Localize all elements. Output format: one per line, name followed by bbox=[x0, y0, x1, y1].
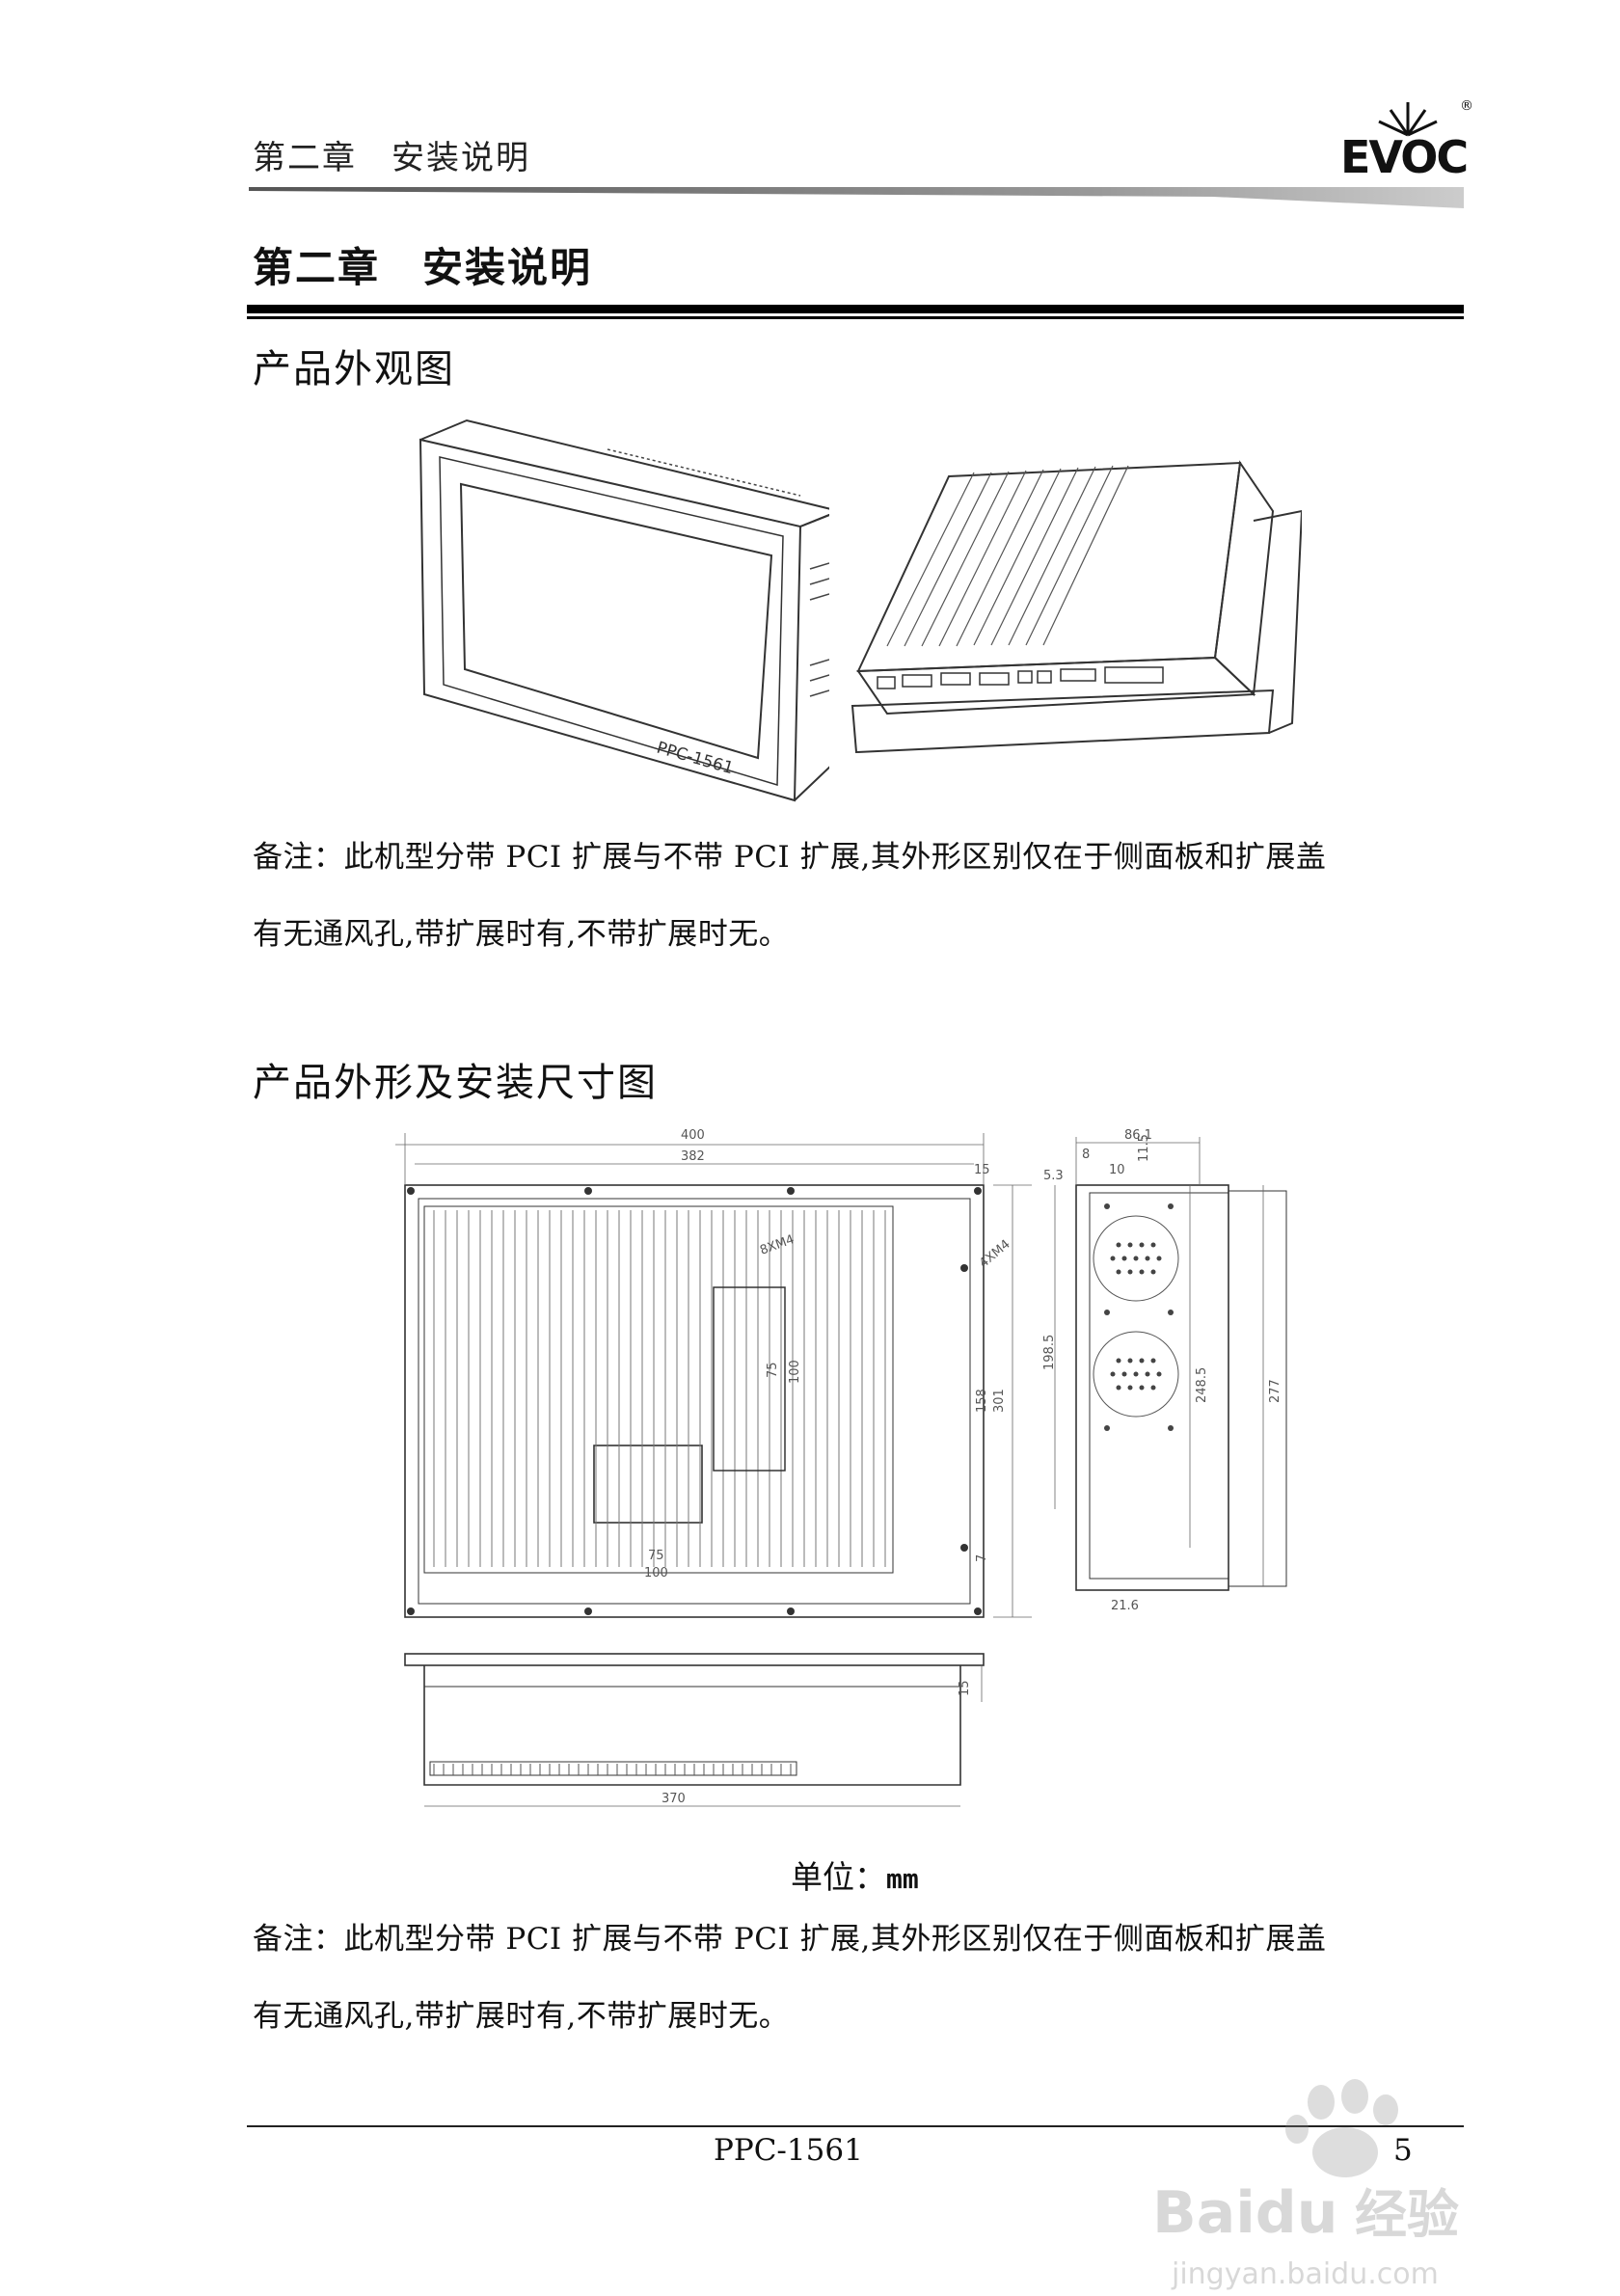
dim-15-top: 15 bbox=[974, 1163, 990, 1177]
rear-dimension-drawing: 400 382 15 8XM4 4XM4 75 100 158 301 7 75… bbox=[395, 1128, 1032, 1618]
header-rule bbox=[249, 187, 1464, 208]
dim-75-horizontal: 75 bbox=[648, 1549, 664, 1563]
unit-caption: 单位：mm bbox=[791, 1851, 919, 1898]
rear-view-drawing bbox=[850, 460, 1302, 754]
appearance-note-line2: 有无通风孔,带扩展时有,不带扩展时无。 bbox=[253, 917, 790, 952]
section-title-appearance: 产品外观图 bbox=[253, 347, 455, 392]
running-header-title: 第二章 安装说明 bbox=[253, 139, 530, 177]
footer-model: PPC-1561 bbox=[714, 2133, 863, 2168]
dim-8: 8 bbox=[1082, 1148, 1090, 1162]
dimensions-note-line2: 有无通风孔,带扩展时有,不带扩展时无。 bbox=[253, 1999, 790, 2034]
dim-21-6: 21.6 bbox=[1111, 1599, 1139, 1613]
dim-7: 7 bbox=[975, 1554, 989, 1562]
baidu-watermark: Baidu 经验 jingyan.baidu.com bbox=[1152, 2079, 1459, 2291]
dim-100-vertical: 100 bbox=[788, 1360, 802, 1384]
chapter-title: 第二章 安装说明 bbox=[253, 244, 593, 291]
paw-icon bbox=[1285, 2079, 1398, 2177]
logo-burst-icon bbox=[1378, 102, 1438, 137]
watermark-brand: Baidu bbox=[1152, 2179, 1337, 2247]
dim-158: 158 bbox=[975, 1389, 989, 1413]
dim-301: 301 bbox=[992, 1389, 1007, 1413]
dim-75-vertical: 75 bbox=[766, 1362, 780, 1378]
footer-rule bbox=[247, 2125, 1464, 2127]
page-number: 5 bbox=[1393, 2133, 1413, 2168]
dim-5-3: 5.3 bbox=[1043, 1169, 1064, 1183]
dim-10: 10 bbox=[1109, 1163, 1125, 1177]
appearance-note-line1: 备注：此机型分带 PCI 扩展与不带 PCI 扩展,其外形区别仅在于侧面板和扩展… bbox=[253, 840, 1327, 875]
logo-wordmark: EVOC bbox=[1340, 131, 1469, 183]
dim-4xm4: 4XM4 bbox=[977, 1237, 1013, 1271]
chapter-rule bbox=[247, 305, 1464, 319]
dim-8xm4: 8XM4 bbox=[758, 1232, 796, 1258]
side-dimension-drawing: 86.1 8 5.3 10 11.5 198.5 248.5 277 21.6 bbox=[1042, 1128, 1287, 1613]
dim-370: 370 bbox=[662, 1792, 686, 1806]
front-view-drawing: PPC-1561 bbox=[418, 419, 829, 802]
watermark-brand-cn: 经验 bbox=[1355, 2184, 1459, 2245]
unit-value: mm bbox=[886, 1863, 919, 1895]
evoc-logo: EVOC ® bbox=[1340, 93, 1475, 183]
dim-11-5: 11.5 bbox=[1137, 1134, 1151, 1162]
dim-198-5: 198.5 bbox=[1042, 1335, 1057, 1370]
dim-277: 277 bbox=[1268, 1379, 1282, 1403]
section-title-dimensions: 产品外形及安装尺寸图 bbox=[253, 1061, 658, 1105]
unit-label: 单位： bbox=[791, 1858, 886, 1896]
bottom-dimension-drawing: 370 15 bbox=[404, 1653, 985, 1807]
watermark-url: jingyan.baidu.com bbox=[1171, 2257, 1439, 2291]
dim-15-bottom: 15 bbox=[958, 1680, 972, 1696]
dimensions-note-line1: 备注：此机型分带 PCI 扩展与不带 PCI 扩展,其外形区别仅在于侧面板和扩展… bbox=[253, 1922, 1327, 1957]
dim-100-horizontal: 100 bbox=[644, 1566, 668, 1580]
logo-registered-mark: ® bbox=[1460, 98, 1473, 114]
dim-86-1: 86.1 bbox=[1124, 1128, 1152, 1143]
dim-248-5: 248.5 bbox=[1195, 1367, 1209, 1403]
dim-400: 400 bbox=[681, 1128, 705, 1143]
dim-382: 382 bbox=[681, 1149, 705, 1164]
